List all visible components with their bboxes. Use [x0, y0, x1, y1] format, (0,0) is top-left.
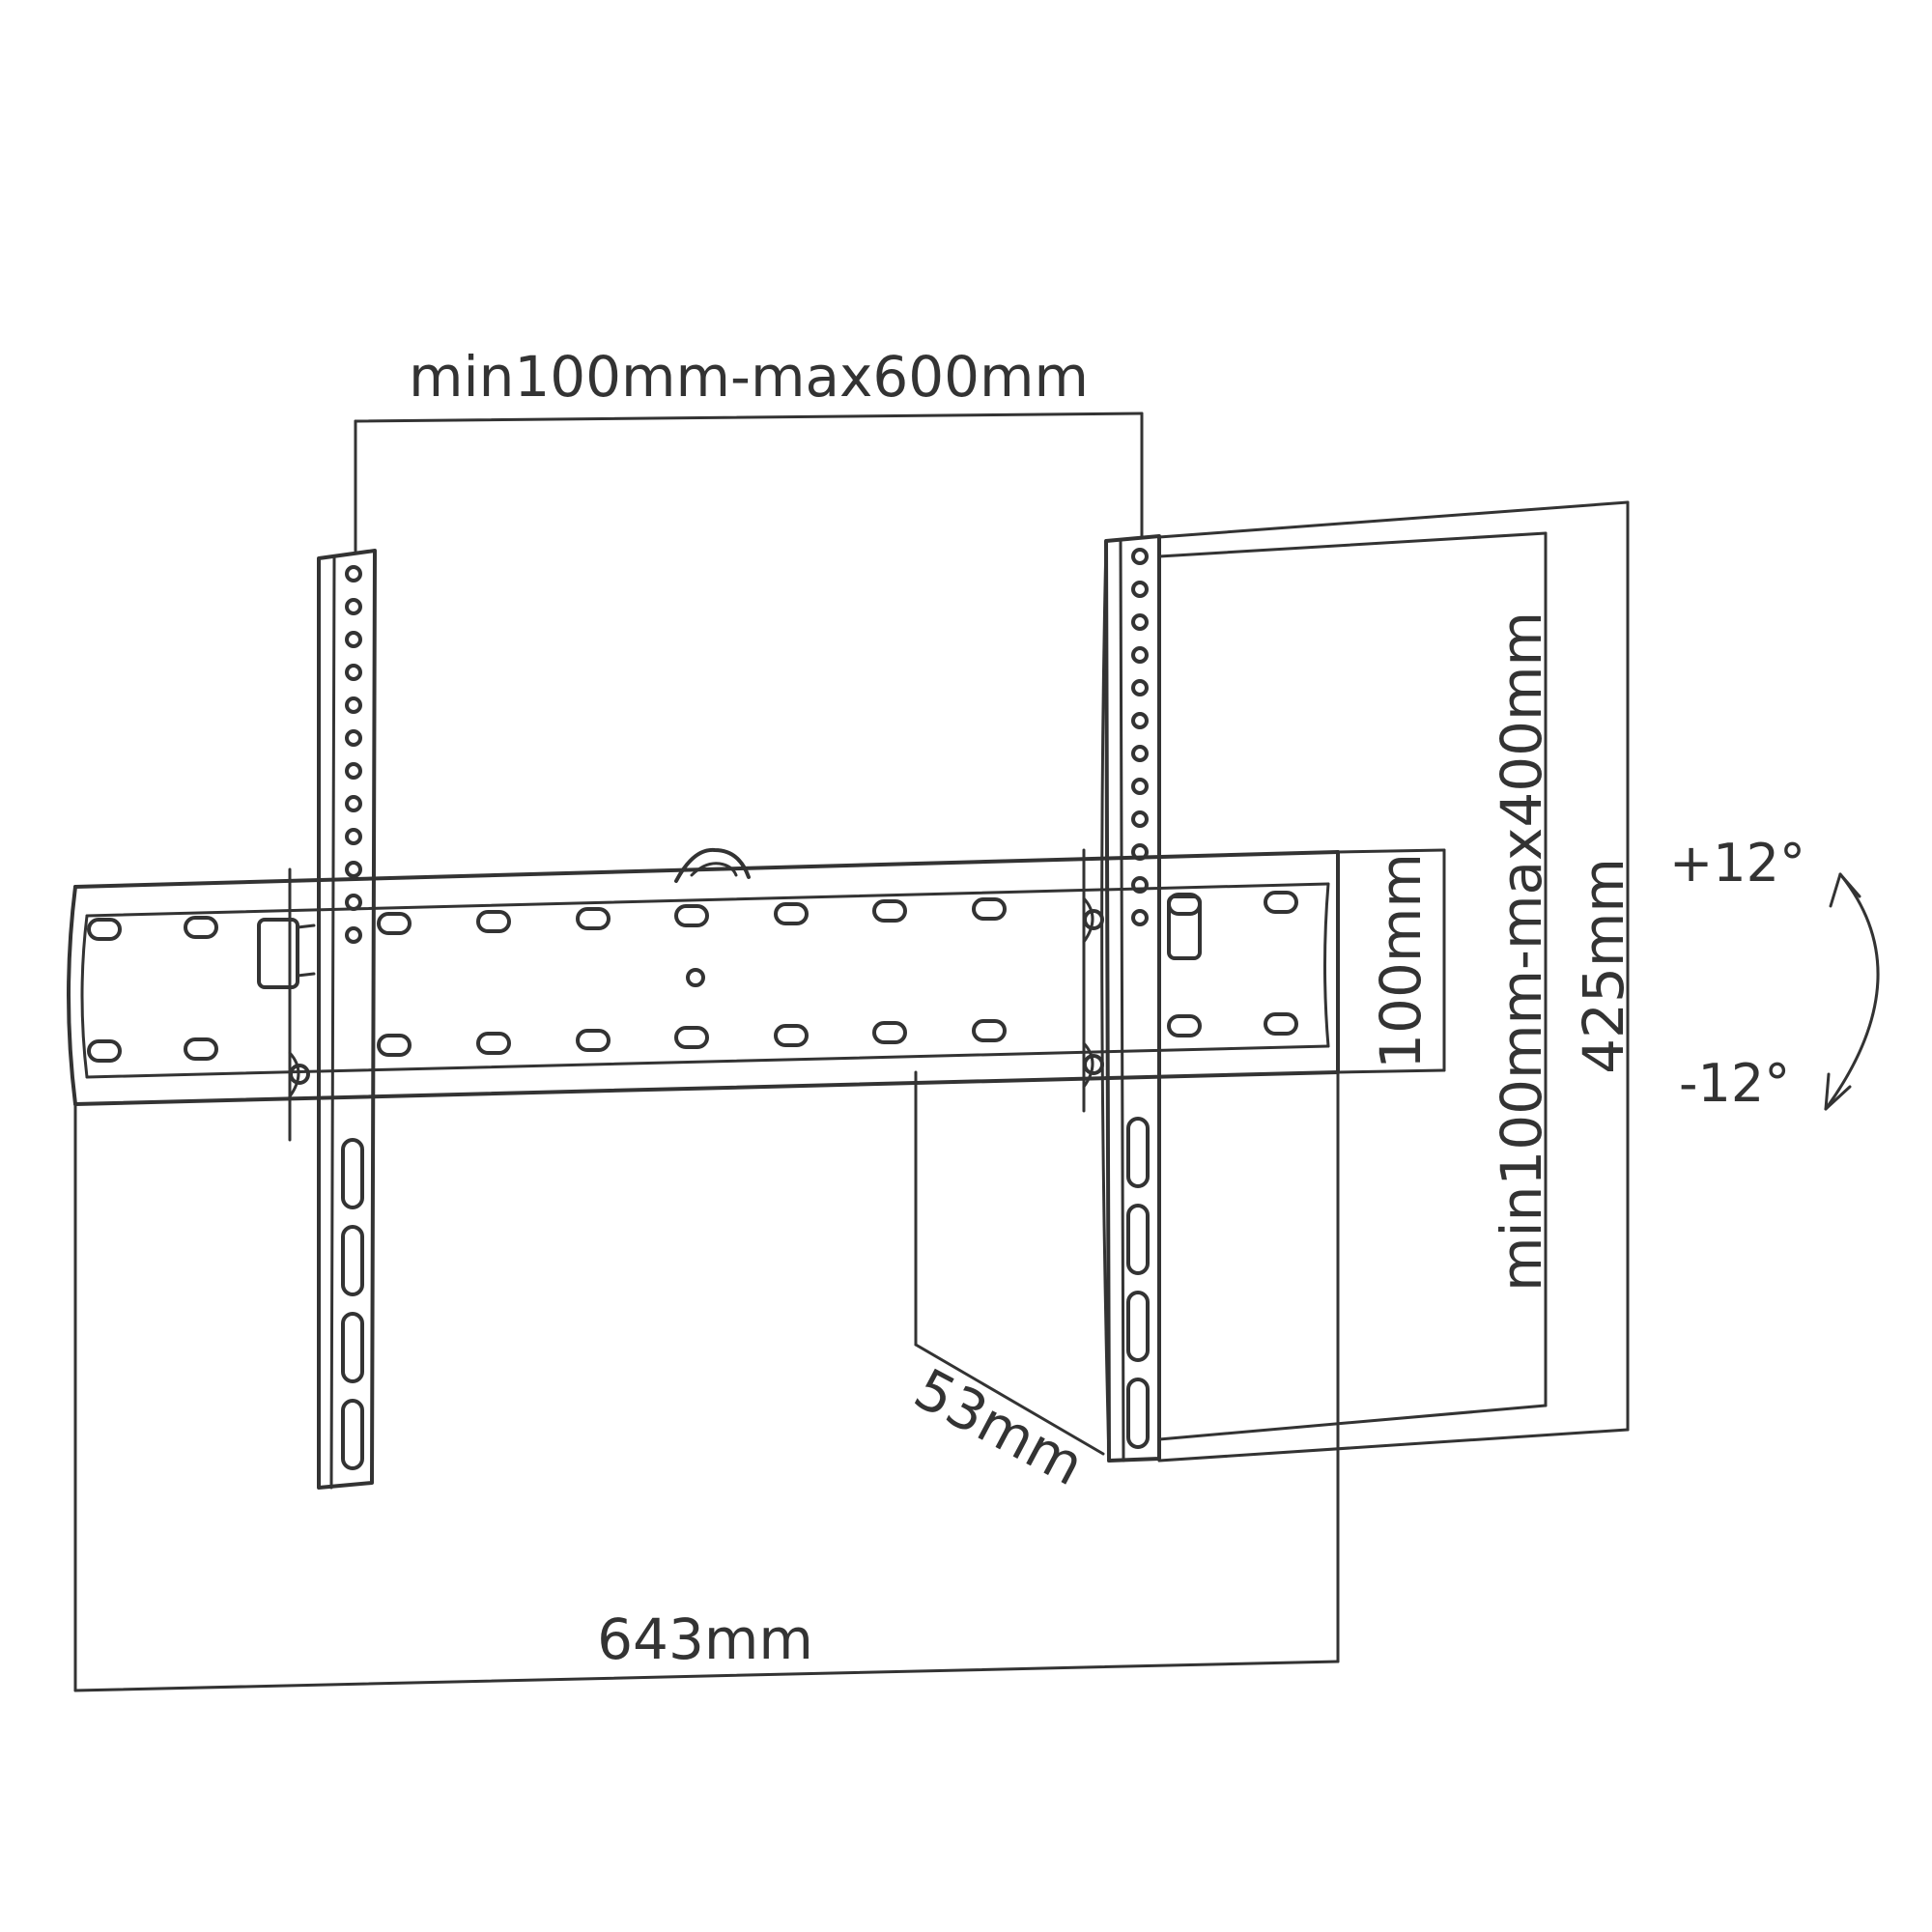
center-screw — [686, 968, 705, 987]
label-rail-height: 100mm — [1368, 853, 1434, 1069]
dim-overall-width: 643mm — [73, 1070, 1340, 1692]
label-overall-width: 643mm — [597, 1606, 813, 1672]
tilt-arc — [1824, 872, 1880, 1111]
label-vertical-spacing: min100mm-max400mm — [1489, 611, 1554, 1292]
dim-vertical-spacing: min100mm-max400mm — [1157, 531, 1554, 1441]
tilt-arrow-up-icon — [1829, 872, 1861, 908]
right-vertical-arm — [1082, 534, 1202, 1463]
dim-overall-height: 425mm — [1157, 500, 1636, 1463]
rail-slots-bottom — [87, 1012, 1298, 1063]
rail-slots-top — [87, 891, 1298, 941]
dim-depth: 53mm — [904, 1070, 1105, 1498]
dim-rail-height: 100mm — [1336, 848, 1446, 1074]
left-vertical-arm — [257, 549, 377, 1490]
label-horizontal-spacing: min100mm-max600mm — [409, 344, 1089, 410]
label-overall-height: 425mm — [1571, 858, 1636, 1074]
center-hook — [674, 847, 751, 883]
left-tilt-knob — [257, 918, 299, 989]
wall-rail — [67, 847, 1340, 1106]
label-depth: 53mm — [904, 1355, 1094, 1498]
label-tilt-down: -12° — [1679, 1053, 1790, 1114]
tilt-indicator: +12° -12° — [1669, 833, 1880, 1114]
dim-horizontal-spacing: min100mm-max600mm — [354, 344, 1144, 553]
tilt-arrow-down-icon — [1824, 1072, 1852, 1111]
right-tilt-knob — [1167, 895, 1202, 960]
label-tilt-up: +12° — [1669, 833, 1805, 894]
